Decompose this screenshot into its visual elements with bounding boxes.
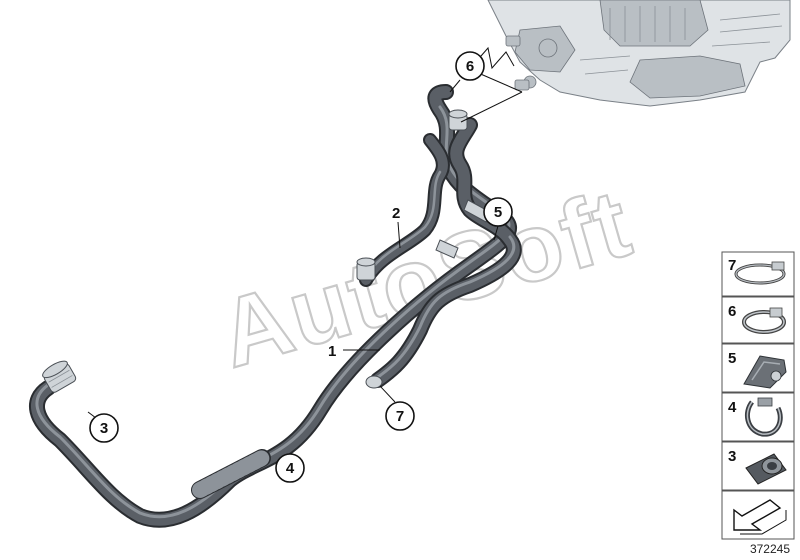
connector-top xyxy=(448,109,468,131)
break-line xyxy=(473,46,515,70)
fittings xyxy=(42,109,491,393)
svg-text:3: 3 xyxy=(100,420,108,437)
watermark: AutoSoft xyxy=(208,169,642,388)
svg-text:6: 6 xyxy=(728,303,736,320)
callout-3: 3 xyxy=(89,413,119,443)
legend-item-6: 6 xyxy=(721,296,795,344)
svg-text:6: 6 xyxy=(466,58,474,75)
parts-legend: 7 6 5 xyxy=(721,251,795,540)
svg-text:7: 7 xyxy=(728,257,736,274)
hose-clamp-icon xyxy=(742,307,786,334)
diagram-reference-number: 372245 xyxy=(750,542,790,556)
legend-item-3: 3 xyxy=(721,441,795,491)
legend-item-arrow xyxy=(721,490,795,540)
grommet-icon xyxy=(745,453,787,485)
connector-middle xyxy=(356,257,376,281)
legend-item-5: 5 xyxy=(721,343,795,393)
callout-5: 5 xyxy=(483,197,513,227)
hose-clamp-5 xyxy=(435,199,491,259)
legend-item-7: 7 xyxy=(721,251,795,297)
hvac-unit xyxy=(487,0,791,107)
hose-clamp-icon xyxy=(734,261,786,285)
legend-item-4: 4 xyxy=(721,392,795,442)
svg-text:4: 4 xyxy=(728,399,737,416)
svg-text:3: 3 xyxy=(728,448,736,465)
svg-text:7: 7 xyxy=(396,408,404,425)
hose-assembly xyxy=(29,84,522,528)
label-2: 2 xyxy=(392,205,400,222)
hose-end-7 xyxy=(365,375,383,389)
callout-6: 6 xyxy=(455,51,485,81)
svg-text:5: 5 xyxy=(728,350,736,367)
bracket-clip-icon xyxy=(744,397,783,437)
connector-left xyxy=(42,360,77,393)
callout-4: 4 xyxy=(275,453,305,483)
arrow-icon xyxy=(733,499,787,535)
label-1: 1 xyxy=(328,343,336,360)
svg-text:5: 5 xyxy=(494,204,502,221)
svg-text:4: 4 xyxy=(286,460,295,477)
holder-clip-icon xyxy=(743,355,787,389)
callout-7: 7 xyxy=(385,401,415,431)
